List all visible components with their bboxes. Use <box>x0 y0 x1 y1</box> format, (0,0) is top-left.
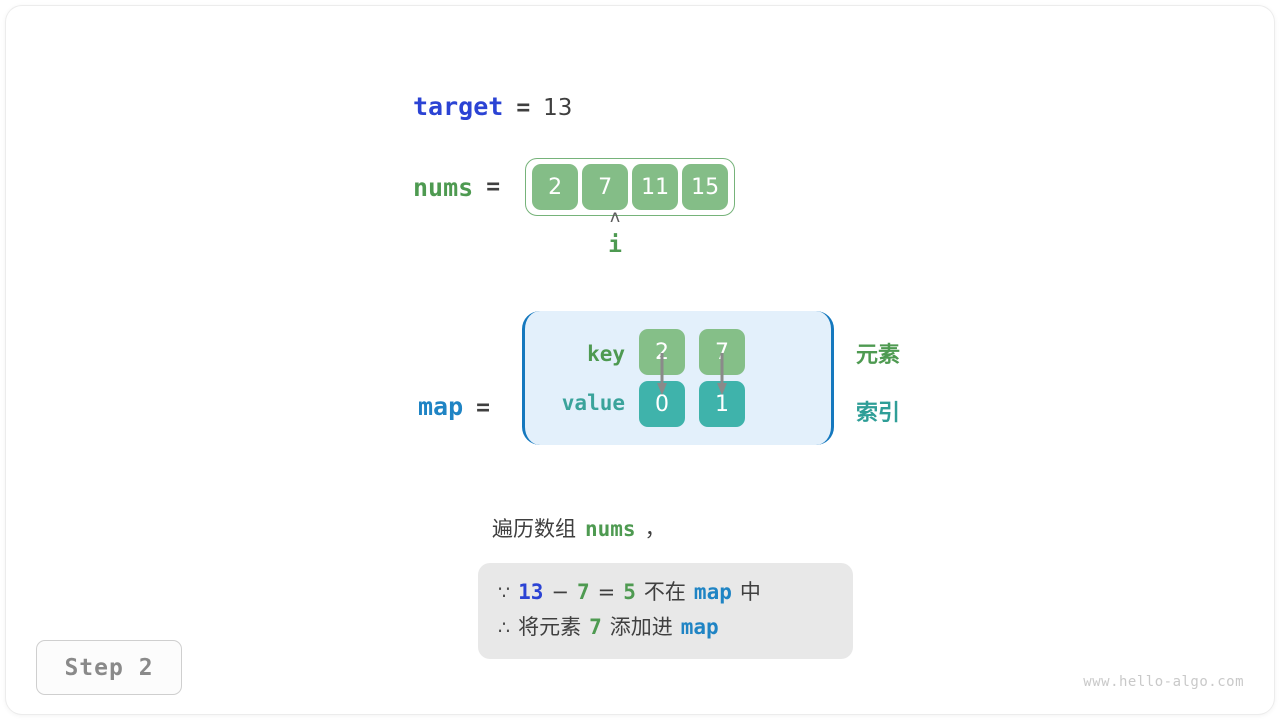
nums-cell: 2 <box>532 164 579 210</box>
explanation-complement-value: 5 <box>623 580 636 604</box>
map-key-row-label: key <box>587 341 625 366</box>
index-pointer: ʌ i <box>592 208 638 259</box>
map-key-cell: 2 <box>639 329 685 375</box>
map-value-row-label: value <box>561 390 625 415</box>
nums-cell: 7 <box>582 164 629 210</box>
step-badge: Step 2 <box>36 640 182 695</box>
caption-prefix: 遍历数组 <box>492 517 576 541</box>
explanation-map-token: map <box>680 615 719 639</box>
explanation-current-number: 7 <box>577 580 590 604</box>
explanation-target-value: 13 <box>518 580 544 604</box>
step-badge-label: Step 2 <box>64 654 154 681</box>
therefore-symbol: ∴ <box>498 617 511 639</box>
explanation-line-conclusion: ∴ 将元素 7 添加进 map <box>498 610 833 645</box>
map-value-cell: 0 <box>639 381 685 427</box>
explanation-not-in-text: 不在 <box>643 580 686 604</box>
map-container: key value 2 0 7 1 <box>522 311 834 445</box>
map-grid: key value 2 0 7 1 <box>525 329 745 427</box>
nums-variable-label: nums <box>413 172 474 202</box>
map-entry: 7 1 <box>699 329 745 427</box>
map-key-cell: 7 <box>699 329 745 375</box>
nums-cell: 11 <box>632 164 679 210</box>
nums-row: nums = 2 7 11 15 <box>413 158 736 216</box>
target-equals-sign: = <box>516 95 531 121</box>
explanation-box: ∵ 13 − 7 = 5 不在 map 中 ∴ 将元素 7 添加进 map <box>478 563 853 659</box>
caption-text: 遍历数组 nums ， <box>492 513 666 543</box>
map-entry: 2 0 <box>639 329 685 427</box>
nums-equals-sign: = <box>486 174 501 200</box>
explanation-add-into-text: 添加进 <box>609 615 673 639</box>
map-value-cell: 1 <box>699 381 745 427</box>
map-equals-sign: = <box>476 394 491 421</box>
target-row: target = 13 <box>413 92 572 121</box>
explanation-line-premise: ∵ 13 − 7 = 5 不在 map 中 <box>498 575 833 610</box>
map-row-labels: key value <box>553 342 625 415</box>
map-variable-label: map <box>418 391 464 421</box>
map-legend: 元素 索引 <box>856 337 900 427</box>
explanation-added-number: 7 <box>589 615 602 639</box>
target-variable-label: target <box>413 92 504 121</box>
watermark: www.hello-algo.com <box>1083 674 1244 690</box>
map-label-group: map = <box>418 336 508 421</box>
explanation-minus-sign: − <box>551 580 569 604</box>
map-row: map = key value 2 0 <box>418 311 834 445</box>
pointer-variable-label: i <box>608 232 622 258</box>
map-entry-columns: 2 0 7 1 <box>639 329 745 427</box>
target-value: 13 <box>543 95 573 121</box>
legend-element-label: 元素 <box>856 343 901 368</box>
explanation-map-token: map <box>693 580 732 604</box>
explanation-add-element-text: 将元素 <box>518 615 582 639</box>
caption-suffix: ， <box>644 517 666 541</box>
caret-up-icon: ʌ <box>609 207 621 227</box>
nums-cell: 15 <box>682 164 729 210</box>
explanation-in-suffix: 中 <box>739 580 761 604</box>
caption-code-token: nums <box>585 517 636 541</box>
nums-array-container: 2 7 11 15 <box>525 158 736 216</box>
explanation-equals-sign: = <box>597 580 616 604</box>
legend-index-label: 索引 <box>856 401 901 426</box>
because-symbol: ∵ <box>498 582 511 604</box>
